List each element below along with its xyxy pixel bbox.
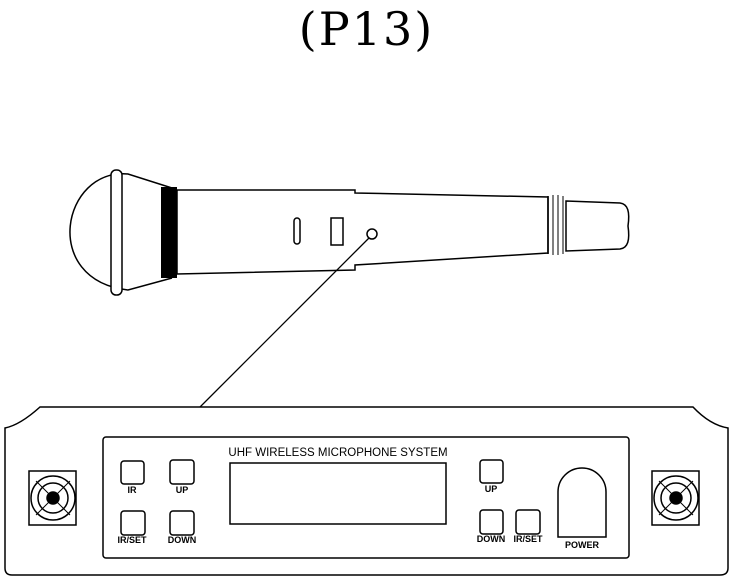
down-right-label: DOWN xyxy=(477,534,506,544)
up-left-label: UP xyxy=(176,485,189,495)
receiver-front-panel xyxy=(102,436,630,559)
grille-ring xyxy=(110,169,123,296)
microphone-end-cap xyxy=(565,200,630,252)
left-antenna-connector xyxy=(28,470,77,526)
power-label: POWER xyxy=(565,540,600,550)
irset-left-label: IR/SET xyxy=(117,535,147,545)
ir-button-label: IR xyxy=(128,485,138,495)
microphone-handle xyxy=(176,189,549,275)
power-button[interactable] xyxy=(557,467,607,538)
right-antenna-connector xyxy=(651,470,700,526)
up-button-right[interactable] xyxy=(479,459,504,484)
down-button-right[interactable] xyxy=(479,509,504,535)
microphone-collar xyxy=(161,187,177,278)
up-button-left[interactable] xyxy=(169,459,195,485)
up-right-label: UP xyxy=(485,484,498,494)
receiver-chassis xyxy=(4,406,729,576)
down-button-left[interactable] xyxy=(169,510,195,536)
mic-indicator-slot xyxy=(293,217,301,245)
lcd-display xyxy=(229,462,447,525)
mic-power-switch[interactable] xyxy=(330,217,344,246)
page-title: (P13) xyxy=(298,2,435,56)
irset-button-right[interactable] xyxy=(515,509,541,535)
down-left-label: DOWN xyxy=(168,535,197,545)
irset-button-left[interactable] xyxy=(120,510,146,536)
mic-ir-sensor xyxy=(366,228,378,240)
system-name-label: UHF WIRELESS MICROPHONE SYSTEM xyxy=(228,447,447,459)
receiver-unit xyxy=(4,406,729,576)
ir-button[interactable] xyxy=(120,460,145,485)
handheld-microphone xyxy=(69,169,630,296)
irset-right-label: IR/SET xyxy=(513,534,543,544)
